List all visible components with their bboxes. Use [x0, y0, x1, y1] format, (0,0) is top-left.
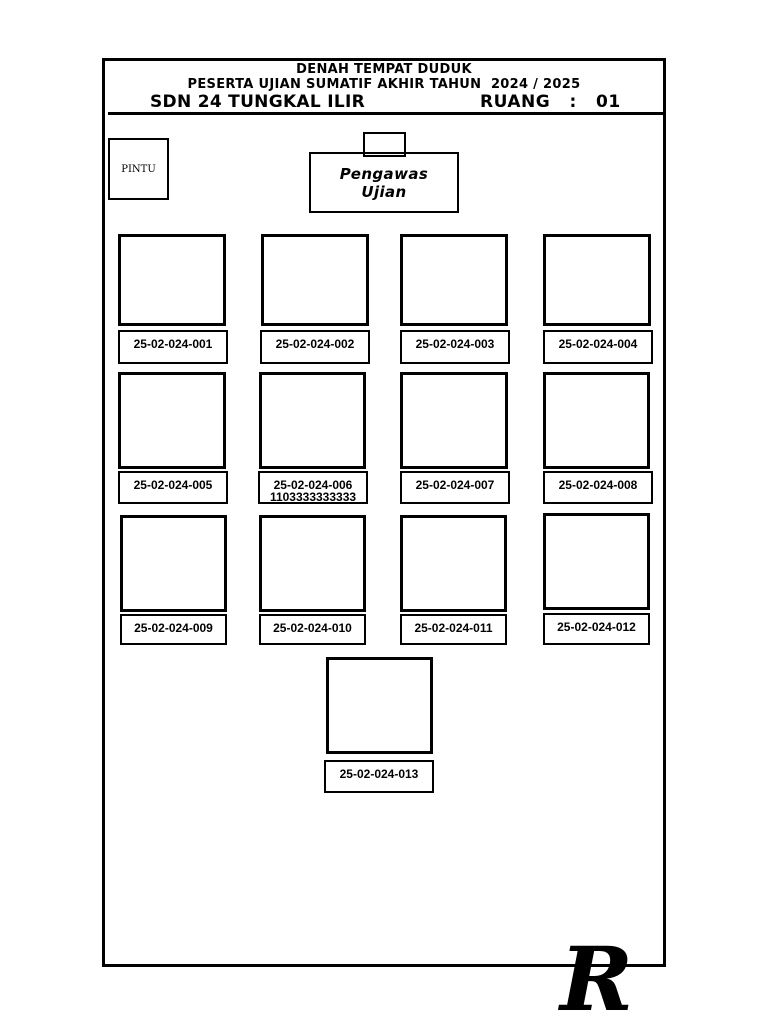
- seat-id: 25-02-024-008: [558, 478, 638, 492]
- seat-desk: [543, 372, 650, 469]
- seat-desk: [259, 372, 366, 469]
- title-line-2: PESERTA UJIAN SUMATIF AKHIR TAHUN 2024 /…: [187, 77, 581, 92]
- seat-desk: [259, 515, 366, 612]
- room-number: RUANG : 01: [480, 92, 621, 112]
- door-box: PINTU: [108, 138, 169, 200]
- seat-label: 25-02-024-009: [120, 614, 227, 645]
- seat-id: 25-02-024-009: [134, 621, 213, 635]
- seat-id: 25-02-024-007: [415, 478, 495, 492]
- proctor-monitor: [363, 132, 406, 157]
- seat-id: 25-02-024-004: [558, 337, 638, 351]
- header-divider: [108, 112, 664, 115]
- seat-desk: [326, 657, 433, 754]
- seat-id: 25-02-024-012: [557, 620, 636, 634]
- seat-label: 25-02-024-005: [118, 471, 228, 504]
- seat-desk: [400, 372, 508, 469]
- seat-id: 25-02-024-006: [273, 478, 353, 492]
- seat-extra-id: 1103333333333: [269, 490, 357, 504]
- seat-desk: [400, 234, 508, 326]
- seat-desk: [120, 515, 227, 612]
- seat-id: 25-02-024-002: [275, 337, 355, 351]
- seat-desk: [400, 515, 507, 612]
- seat-label: 25-02-024-003: [400, 330, 510, 364]
- seat-label: 25-02-024-012: [543, 613, 650, 645]
- seat-label: 25-02-024-008: [543, 471, 653, 504]
- proctor-desk: Pengawas Ujian: [309, 152, 459, 213]
- seat-desk: [261, 234, 369, 326]
- school-name: SDN 24 TUNGKAL ILIR: [150, 92, 366, 112]
- seat-id: 25-02-024-005: [133, 478, 213, 492]
- seat-id: 25-02-024-010: [273, 621, 352, 635]
- page-border: [102, 58, 666, 967]
- seat-id: 25-02-024-003: [415, 337, 495, 351]
- seat-label: 25-02-024-001: [118, 330, 228, 364]
- seat-desk: [118, 234, 226, 326]
- title-line-1: DENAH TEMPAT DUDUK: [296, 62, 472, 77]
- seat-label: 25-02-024-002: [260, 330, 370, 364]
- proctor-label-line-2: Ujian: [361, 182, 407, 201]
- seat-desk: [543, 234, 651, 326]
- proctor-label-line-1: Pengawas: [339, 164, 429, 183]
- seat-id: 25-02-024-011: [414, 621, 493, 635]
- seat-label: 25-02-024-011: [400, 614, 507, 645]
- seat-label: 25-02-024-010: [259, 614, 366, 645]
- seat-label: 25-02-024-004: [543, 330, 653, 364]
- seat-desk: [118, 372, 226, 469]
- seat-label: 25-02-024-013: [324, 760, 434, 793]
- door-label: PINTU: [121, 163, 156, 175]
- seat-id: 25-02-024-001: [133, 337, 213, 351]
- seat-label: 25-02-024-007: [400, 471, 510, 504]
- seat-id: 25-02-024-013: [339, 767, 419, 781]
- logo-mark: R: [560, 927, 634, 1031]
- seat-desk: [543, 513, 650, 610]
